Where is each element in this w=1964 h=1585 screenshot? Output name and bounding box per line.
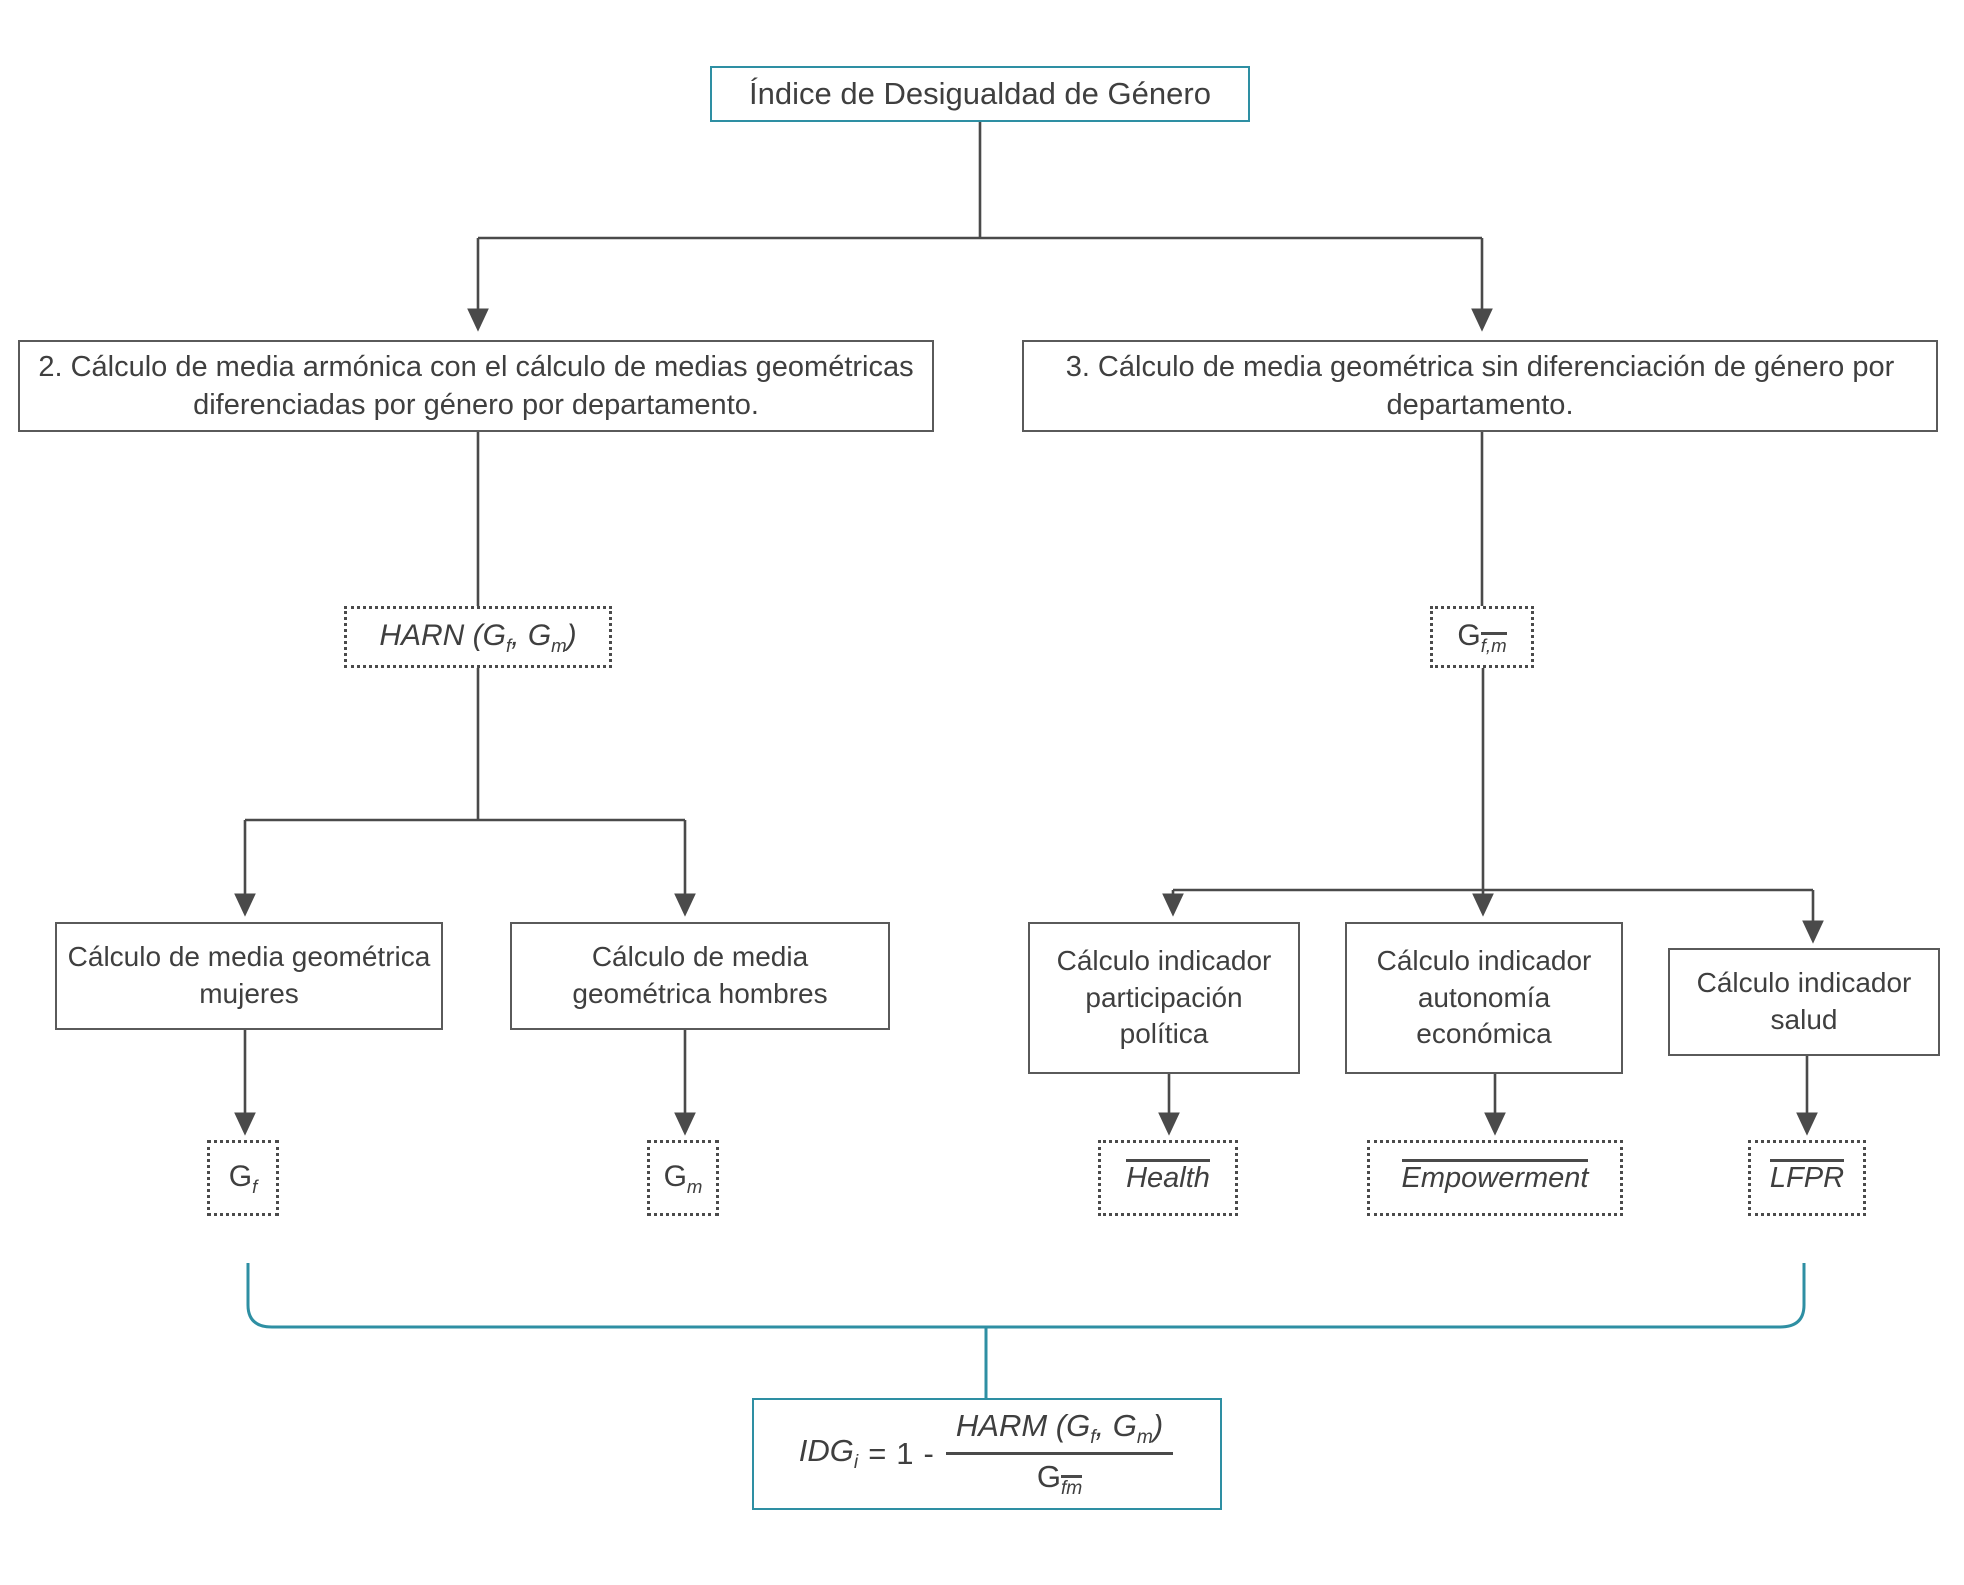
idg-one: 1: [896, 1436, 914, 1471]
lfpr-variable-chip: LFPR: [1748, 1140, 1866, 1216]
step2-box: 2. Cálculo de media armónica con el cálc…: [18, 340, 934, 432]
idg-lhs: IDGi: [799, 1433, 858, 1474]
page-title: Índice de Desigualdad de Género: [749, 75, 1211, 111]
health-formula: Health: [1116, 1158, 1220, 1197]
harn-formula-chip: HARN (Gf, Gm): [344, 606, 612, 668]
gf-formula: Gf: [219, 1157, 268, 1200]
idg-numerator: HARM (Gf, Gm): [945, 1407, 1174, 1455]
gm-base: G: [663, 1159, 687, 1193]
idg-formula: IDGi = 1 - HARM (Gf, Gm) Gfm: [799, 1408, 1175, 1500]
idg-formula-box: IDGi = 1 - HARM (Gf, Gm) Gfm: [752, 1398, 1222, 1510]
empowerment-formula: Empowerment: [1392, 1158, 1599, 1197]
harn-sub-m: m: [551, 634, 567, 656]
step3-label: 3. Cálculo de media geométrica sin difer…: [1065, 350, 1895, 421]
health-label: Health: [1126, 1158, 1210, 1193]
edge-teal-gather: [246, 1263, 1806, 1329]
gfm-mean-chip: Gf,m: [1430, 606, 1534, 668]
idg-lhs-base: IDG: [798, 1433, 854, 1469]
lfpr-formula: LFPR: [1760, 1158, 1854, 1197]
lfpr-label: LFPR: [1769, 1158, 1845, 1193]
calc-salud-label: Cálculo indicador salud: [1696, 967, 1912, 1035]
idg-den-base: G: [1036, 1459, 1061, 1494]
calc-health-indicator-box: Cálculo indicador salud: [1668, 948, 1940, 1056]
idg-num-mid: , G: [1095, 1407, 1137, 1443]
calc-autonomia-label: Cálculo indicador autonomía económica: [1376, 944, 1592, 1050]
step2-label: 2. Cálculo de media armónica con el cálc…: [38, 350, 914, 421]
calc-women-label: Cálculo de media geométrica mujeres: [67, 941, 431, 1009]
health-variable-chip: Health: [1098, 1140, 1238, 1216]
idg-num-close: ): [1152, 1407, 1164, 1443]
gfm-sub: f,m: [1480, 631, 1507, 656]
idg-num-sub-m: m: [1136, 1427, 1153, 1448]
harn-close: ): [566, 618, 577, 652]
gm-formula: Gm: [654, 1157, 713, 1200]
gf-variable-chip: Gf: [207, 1140, 279, 1216]
idg-fraction: HARM (Gf, Gm) Gfm: [945, 1407, 1174, 1500]
idg-den-sub: fm: [1060, 1475, 1083, 1499]
gm-sub: m: [686, 1175, 703, 1197]
gfm-formula: Gf,m: [1447, 616, 1516, 659]
idg-lhs-sub: i: [853, 1452, 859, 1474]
calc-geometric-mean-women-box: Cálculo de media geométrica mujeres: [55, 922, 443, 1030]
empowerment-variable-chip: Empowerment: [1367, 1140, 1623, 1216]
gf-base: G: [228, 1159, 253, 1193]
harn-formula: HARN (Gf, Gm): [369, 616, 586, 659]
gm-variable-chip: Gm: [647, 1140, 719, 1216]
harn-sub-f: f: [505, 634, 512, 656]
idg-minus: -: [923, 1436, 934, 1471]
calc-economic-autonomy-box: Cálculo indicador autonomía económica: [1345, 922, 1623, 1074]
calc-politica-label: Cálculo indicador participación política: [1056, 944, 1272, 1050]
root-title-box: Índice de Desigualdad de Género: [710, 66, 1250, 122]
calc-geometric-mean-men-box: Cálculo de media geométrica hombres: [510, 922, 890, 1030]
calc-political-participation-box: Cálculo indicador participación política: [1028, 922, 1300, 1074]
harn-mid: , G: [511, 618, 552, 652]
idg-denominator: Gfm: [1036, 1455, 1083, 1500]
idg-num-sub-f: f: [1090, 1427, 1096, 1448]
gfm-base: G: [1457, 618, 1481, 652]
step3-box: 3. Cálculo de media geométrica sin difer…: [1022, 340, 1938, 432]
gf-sub: f: [252, 1175, 258, 1197]
empowerment-label: Empowerment: [1401, 1158, 1589, 1193]
calc-men-label: Cálculo de media geométrica hombres: [572, 941, 828, 1009]
harn-base: HARN (G: [379, 618, 506, 652]
idg-equals: =: [868, 1436, 887, 1471]
idg-num-base: HARM (G: [955, 1407, 1091, 1443]
